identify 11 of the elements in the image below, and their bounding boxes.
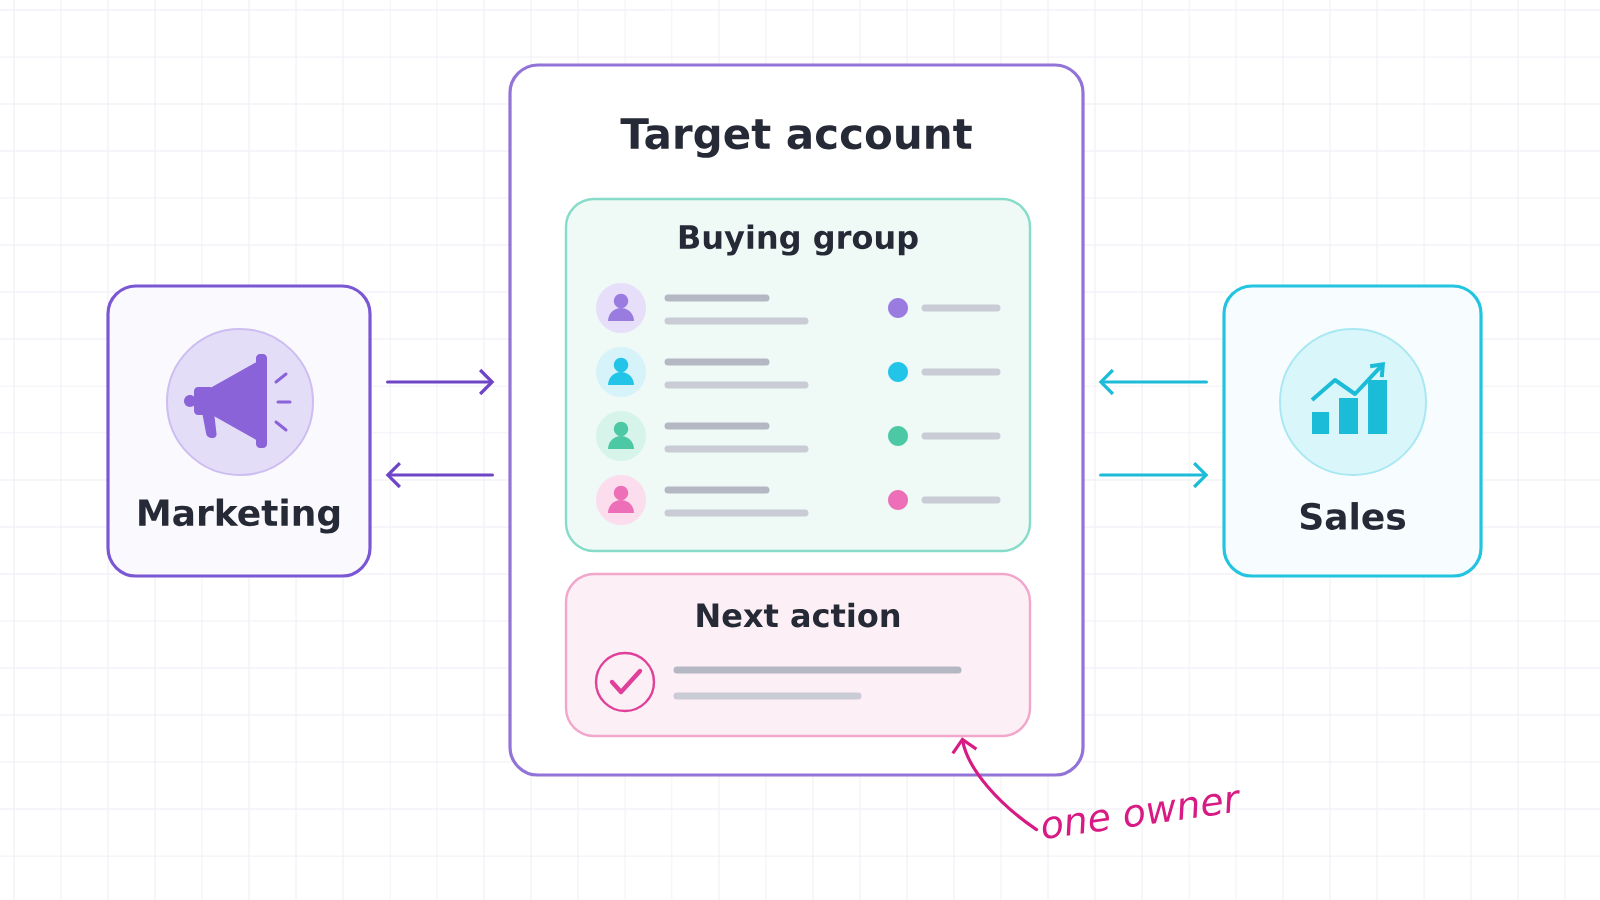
arrow	[1099, 461, 1209, 489]
arrow	[1098, 368, 1208, 396]
arrow	[385, 461, 494, 489]
card-title: Target account	[620, 118, 972, 158]
card-title: Marketing	[139, 498, 340, 534]
leader-arrow	[951, 737, 1039, 832]
card-title: Sales	[1300, 502, 1405, 530]
arrow	[386, 368, 495, 396]
card-title: Buying group	[679, 224, 918, 256]
card-title: Next action	[697, 602, 900, 628]
handwritten-note: one owner	[1042, 790, 1240, 839]
